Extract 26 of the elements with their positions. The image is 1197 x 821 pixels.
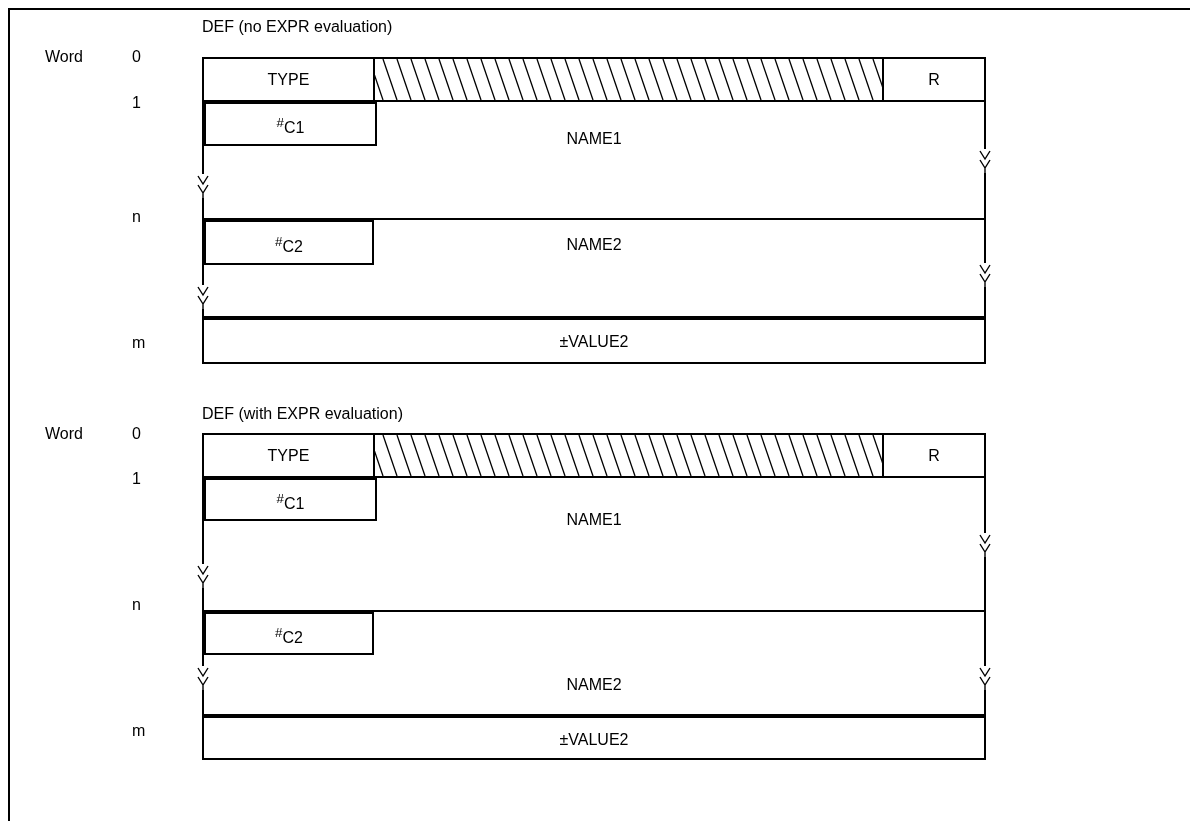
row-label: Word <box>45 48 83 66</box>
record-field: TYPE <box>202 433 375 478</box>
hatched-field <box>375 433 882 478</box>
word-number: 1 <box>132 94 141 112</box>
word-number: 1 <box>132 470 141 488</box>
record-field: ±VALUE2 <box>202 318 986 364</box>
word-number: m <box>132 334 146 352</box>
record-field: $^{#}$C2 <box>204 612 374 655</box>
record-field: TYPE <box>202 57 375 102</box>
diagram-heading: DEF (no EXPR evaluation) <box>202 18 393 36</box>
record-field: $^{#}$C1 NAME1 <box>202 102 986 220</box>
word-number: n <box>132 208 141 226</box>
word-number: n <box>132 596 141 614</box>
record-field: ±VALUE2 <box>202 716 986 760</box>
record-field: $^{#}$C2 <box>204 220 374 265</box>
word-number: 0 <box>132 48 141 66</box>
record-field: R <box>882 433 986 478</box>
row-label: Word <box>45 425 83 443</box>
hatched-field <box>375 57 882 102</box>
record-field: R <box>882 57 986 102</box>
word-number: m <box>132 722 146 740</box>
record-field: $^{#}$C1 <box>204 478 377 521</box>
record-field: $^{#}$C1 NAME1 <box>202 478 986 612</box>
record-field: $^{#}$C1 <box>204 102 377 146</box>
diagram-heading: DEF (with EXPR evaluation) <box>202 405 403 423</box>
word-number: 0 <box>132 425 141 443</box>
